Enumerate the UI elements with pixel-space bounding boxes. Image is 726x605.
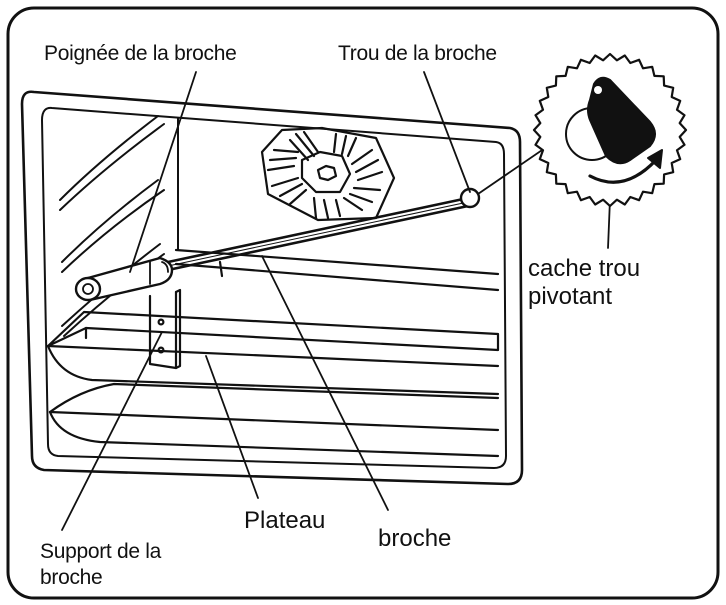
label-support-line1: Support de la bbox=[40, 540, 162, 563]
label-spit-handle: Poignée de la broche bbox=[44, 42, 237, 65]
diagram-frame bbox=[6, 6, 720, 600]
oven-cavity bbox=[20, 90, 524, 486]
oven-fan-icon bbox=[260, 126, 396, 222]
leader-lines bbox=[61, 71, 613, 531]
label-spit-hole: Trou de la broche bbox=[338, 42, 497, 65]
label-cover-line2: pivotant bbox=[528, 283, 613, 310]
label-spit: broche bbox=[378, 525, 452, 552]
shelf-rail bbox=[174, 248, 500, 292]
side-rails bbox=[59, 115, 179, 337]
rotation-arrow-icon bbox=[588, 149, 663, 184]
spit bbox=[74, 187, 481, 302]
spit-support bbox=[148, 288, 182, 370]
spit-hole-ball bbox=[459, 187, 481, 209]
tray bbox=[46, 310, 500, 396]
lower-rack bbox=[48, 382, 500, 458]
label-tray: Plateau bbox=[244, 507, 326, 534]
rotating-hole-cover-icon bbox=[587, 76, 656, 165]
spit-handle bbox=[86, 256, 174, 302]
label-cover-line1: cache trou bbox=[528, 255, 641, 282]
label-support-line2: broche bbox=[40, 566, 103, 589]
zoom-detail bbox=[532, 52, 688, 208]
